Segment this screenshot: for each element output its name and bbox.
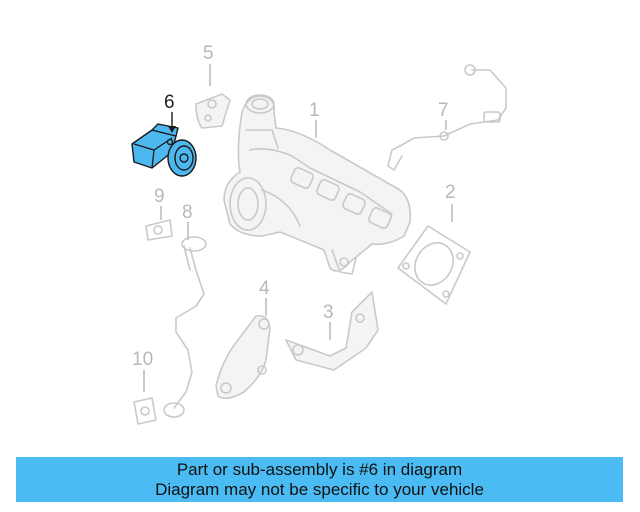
banner-line-disclaimer: Diagram may not be specific to your vehi… [155,480,484,499]
valve-part-6 [131,123,197,177]
gasket-part-2 [397,225,471,305]
gasket-part-10 [133,397,157,425]
info-banner: Part or sub-assembly is #6 in diagram Di… [16,457,623,502]
parts-diagram: 1 2 3 4 5 6 7 8 9 10 [131,43,507,425]
bracket-part-5 [195,93,231,129]
callout-10: 10 [132,349,153,370]
callout-6: 6 [164,92,175,113]
sensor-part-7 [387,64,507,171]
oil-line-part-8 [163,236,207,418]
banner-line-part-number: Part or sub-assembly is #6 in diagram [176,460,463,479]
callout-9: 9 [154,186,165,207]
gasket-part-9 [145,219,173,241]
callout-3: 3 [323,302,334,323]
callout-2: 2 [445,182,456,203]
turbo-manifold-part-1 [223,94,412,275]
callout-4: 4 [259,278,270,299]
callout-7: 7 [438,100,449,121]
callout-8: 8 [182,202,193,223]
callouts: 1 2 3 4 5 6 7 8 9 10 [132,43,456,392]
callout-5: 5 [203,43,214,64]
support-part-4 [215,314,271,400]
bracket-part-3 [285,291,379,371]
callout-1: 1 [309,100,320,121]
